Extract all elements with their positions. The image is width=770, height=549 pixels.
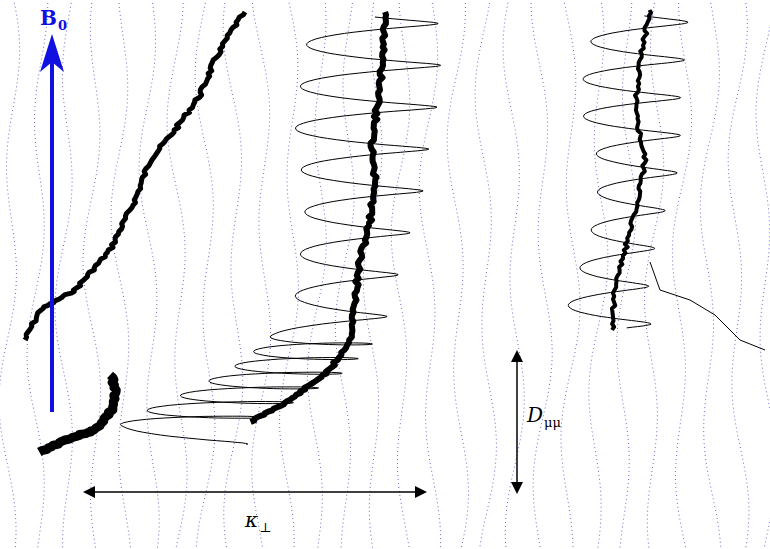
field-line xyxy=(223,0,243,549)
pitch-diffusion-arrow xyxy=(516,352,518,492)
field-line xyxy=(111,0,131,549)
field-arrowhead xyxy=(40,34,64,72)
guiding-center-path xyxy=(25,12,245,340)
field-line xyxy=(335,0,354,549)
field-line xyxy=(139,0,159,549)
field-arrow xyxy=(50,58,54,412)
perpendicular-diffusion-arrow xyxy=(85,491,425,493)
field-line xyxy=(561,0,580,549)
guiding-centers xyxy=(25,10,651,452)
field-line xyxy=(252,0,271,549)
orbit-tail xyxy=(650,262,765,350)
guiding-center-path xyxy=(612,10,651,330)
field-line xyxy=(0,0,20,549)
field-line xyxy=(700,0,721,549)
field-line xyxy=(27,0,48,549)
helical-orbit xyxy=(568,16,688,328)
field-line xyxy=(419,0,440,549)
field-line xyxy=(308,0,327,549)
diffusion-subscript: ⊥ xyxy=(259,521,271,534)
field-line xyxy=(167,0,187,549)
diffusion-symbol: κ xyxy=(245,510,258,530)
diffusion-subscript: μμ xyxy=(544,416,561,429)
field-line xyxy=(756,0,770,549)
field-line xyxy=(447,0,468,549)
field-line xyxy=(503,0,524,549)
field-line xyxy=(531,0,552,549)
helical-orbit xyxy=(121,17,441,445)
particle-orbits xyxy=(121,16,766,445)
field-line xyxy=(391,0,410,549)
field-line xyxy=(672,0,691,549)
field-symbol: B xyxy=(40,8,57,28)
field-line xyxy=(55,0,73,549)
guiding-center-path xyxy=(251,12,387,422)
field-subscript: 0 xyxy=(58,19,67,32)
field-line xyxy=(280,0,299,549)
field-line xyxy=(728,0,749,549)
diffusion-symbol: D xyxy=(527,405,543,425)
field-line xyxy=(475,0,496,549)
